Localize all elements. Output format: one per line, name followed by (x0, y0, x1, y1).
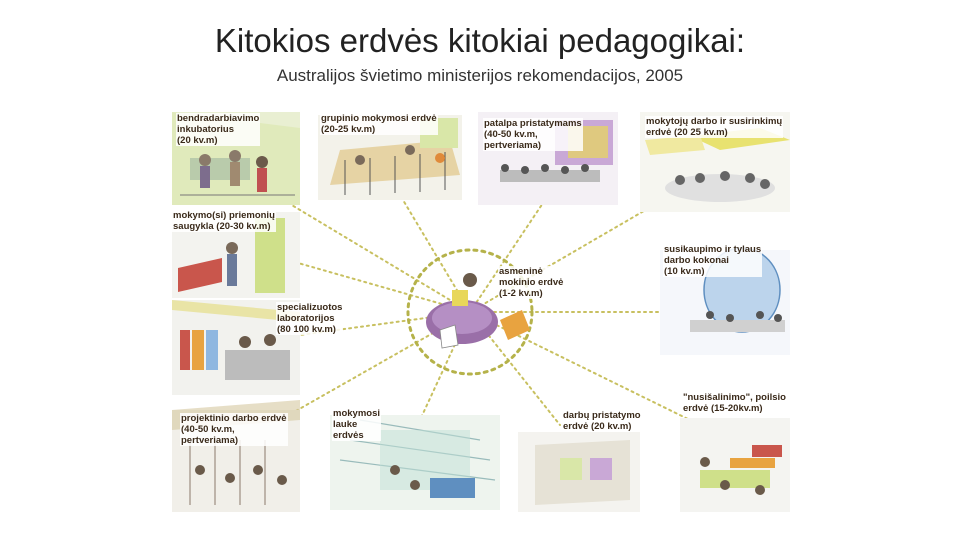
label-pristatymo: darbų pristatymo erdvė (20 kv.m) (562, 410, 642, 432)
label-saugykla: mokymo(si) priemonių saugykla (20-30 kv.… (172, 210, 276, 232)
connector-laboratorijos (299, 311, 471, 336)
illustration-grupinio (318, 115, 462, 200)
label-laboratorijos: specializuotos laboratorijos (80 100 kv.… (276, 302, 344, 335)
label-patalpa: patalpa pristatymams (40-50 kv.m, pertve… (483, 118, 583, 151)
illustration-poilsio (680, 418, 790, 512)
label-grupinio: grupinio mokymosi erdvė (20-25 kv.m) (320, 113, 438, 135)
connector-mokytoju (469, 189, 681, 313)
label-lauke: mokymosi lauke erdvės (332, 408, 381, 441)
label-projektinio: projektinio darbo erdvė (40-50 kv.m, per… (180, 413, 288, 446)
connector-poilsio (469, 311, 691, 421)
illustration-pristatymo (518, 432, 640, 512)
illustration-saugykla (172, 212, 300, 298)
page-subtitle: Australijos švietimo ministerijos rekome… (276, 66, 684, 85)
connector-grupinio (399, 194, 471, 313)
illustration-laboratorijos (172, 300, 300, 395)
center-personal-space (406, 248, 534, 376)
connector-bendradarbiavimo (249, 179, 471, 313)
label-mokytoju: mokytojų darbo ir susirinkimų erdvė (20 … (645, 116, 784, 138)
label-poilsio: "nusišalinimo", poilsio erdvė (15-20kv.m… (682, 392, 787, 414)
label-susikaupimo: susikaupimo ir tylaus darbo kokonai (10 … (663, 244, 763, 277)
connector-patalpa (469, 199, 546, 313)
page-title: Kitokios erdvės kitokiai pedagogikai: (214, 22, 746, 59)
label-center: asmeninė mokinio erdvė (1-2 kv.m) (498, 266, 565, 299)
label-bendradarbiavimo: bendradarbiavimo inkubatorius (20 kv.m) (176, 113, 261, 146)
connector-saugykla (269, 254, 471, 313)
